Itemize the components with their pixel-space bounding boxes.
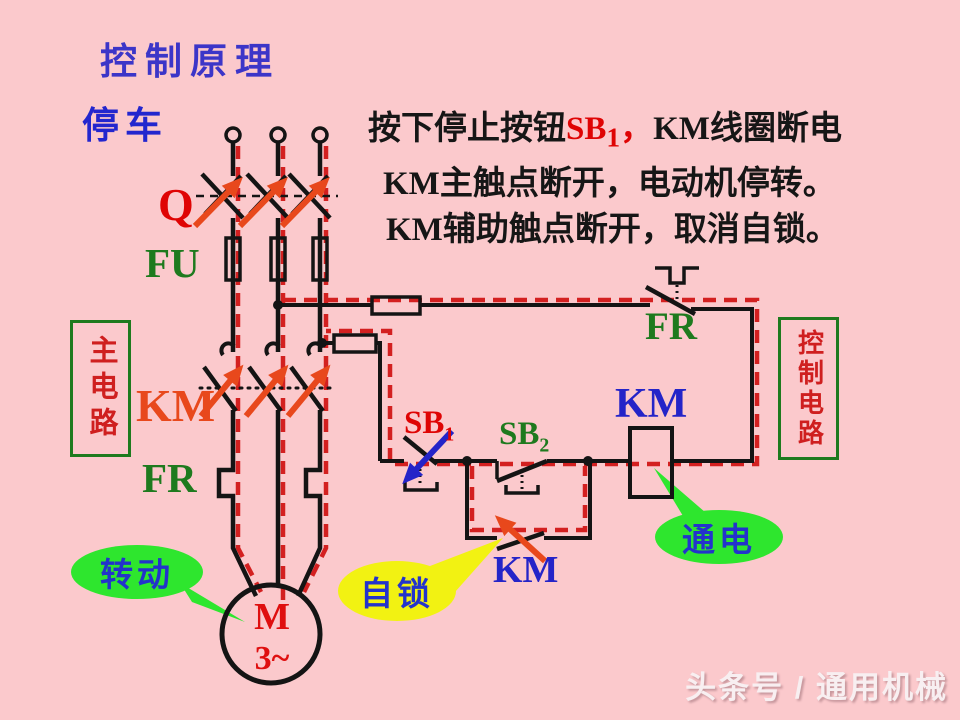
desc-line1-sb1: SB1， <box>566 111 654 153</box>
page-title: 控制原理 <box>100 42 280 83</box>
desc-line1-text2: KM线圈断电 <box>653 111 842 147</box>
self-lock-branch <box>465 461 592 552</box>
fu-fuse-label: FU <box>145 240 200 286</box>
fr-contact-label: FR <box>645 305 697 348</box>
description-line-1: 按下停止按钮SB1，KM线圈断电 <box>368 106 943 161</box>
sb2-button <box>495 458 588 495</box>
fr-contact <box>644 266 699 316</box>
km-main-contacts <box>202 341 325 413</box>
description-line-2: KM主触点断开，电动机停转。 <box>383 165 836 202</box>
motor-circle <box>219 582 323 686</box>
energized-callout-shape <box>654 468 783 564</box>
main-circuit-box-text: 主电路 <box>85 334 117 443</box>
terminal-l1 <box>224 126 242 144</box>
energized-callout-text: 通电 <box>682 523 756 559</box>
subtitle-stop: 停车 <box>82 106 168 147</box>
rotating-callout-text: 转动 <box>100 558 174 594</box>
km-aux-open-arrow <box>494 515 548 564</box>
watermark: 头条号 / 通用机械 <box>685 670 948 705</box>
fr-relay-label: FR <box>142 455 197 501</box>
sb2-label: SB2 <box>499 416 550 457</box>
description-line-3: KM辅助触点断开，取消自锁。 <box>386 211 839 248</box>
q-switch-label: Q <box>158 179 194 230</box>
sb1-press-arrow <box>402 428 455 485</box>
description-block: 按下停止按钮SB1，KM线圈断电 KM主触点断开，电动机停转。 KM辅助触点断开… <box>368 106 943 253</box>
self-lock-callout-text: 自锁 <box>360 577 434 613</box>
motor-phase-label: 3~ <box>254 640 290 677</box>
control-circuit-box-text: 控制电路 <box>794 328 824 449</box>
km-aux-contact-label: KM <box>493 549 559 591</box>
km-main-contact-label: KM <box>136 380 216 431</box>
control-fuse-2 <box>332 333 378 354</box>
control-circuit-box: 控制电路 <box>778 317 839 460</box>
main-circuit-box: 主电路 <box>70 320 131 457</box>
self-lock-callout-shape <box>338 538 503 621</box>
control-circuit <box>273 266 754 552</box>
opening-arrows <box>192 176 548 564</box>
sb1-label: SB1 <box>404 405 455 446</box>
terminal-l2 <box>269 126 287 144</box>
sb1-button <box>380 435 467 492</box>
motor-m-label: M <box>254 596 290 638</box>
junction-dots <box>273 300 593 466</box>
km-coil-label: KM <box>615 381 688 427</box>
fu-fuses <box>224 236 329 282</box>
desc-line1-text: 按下停止按钮 <box>368 111 566 147</box>
terminal-l3 <box>311 126 329 144</box>
